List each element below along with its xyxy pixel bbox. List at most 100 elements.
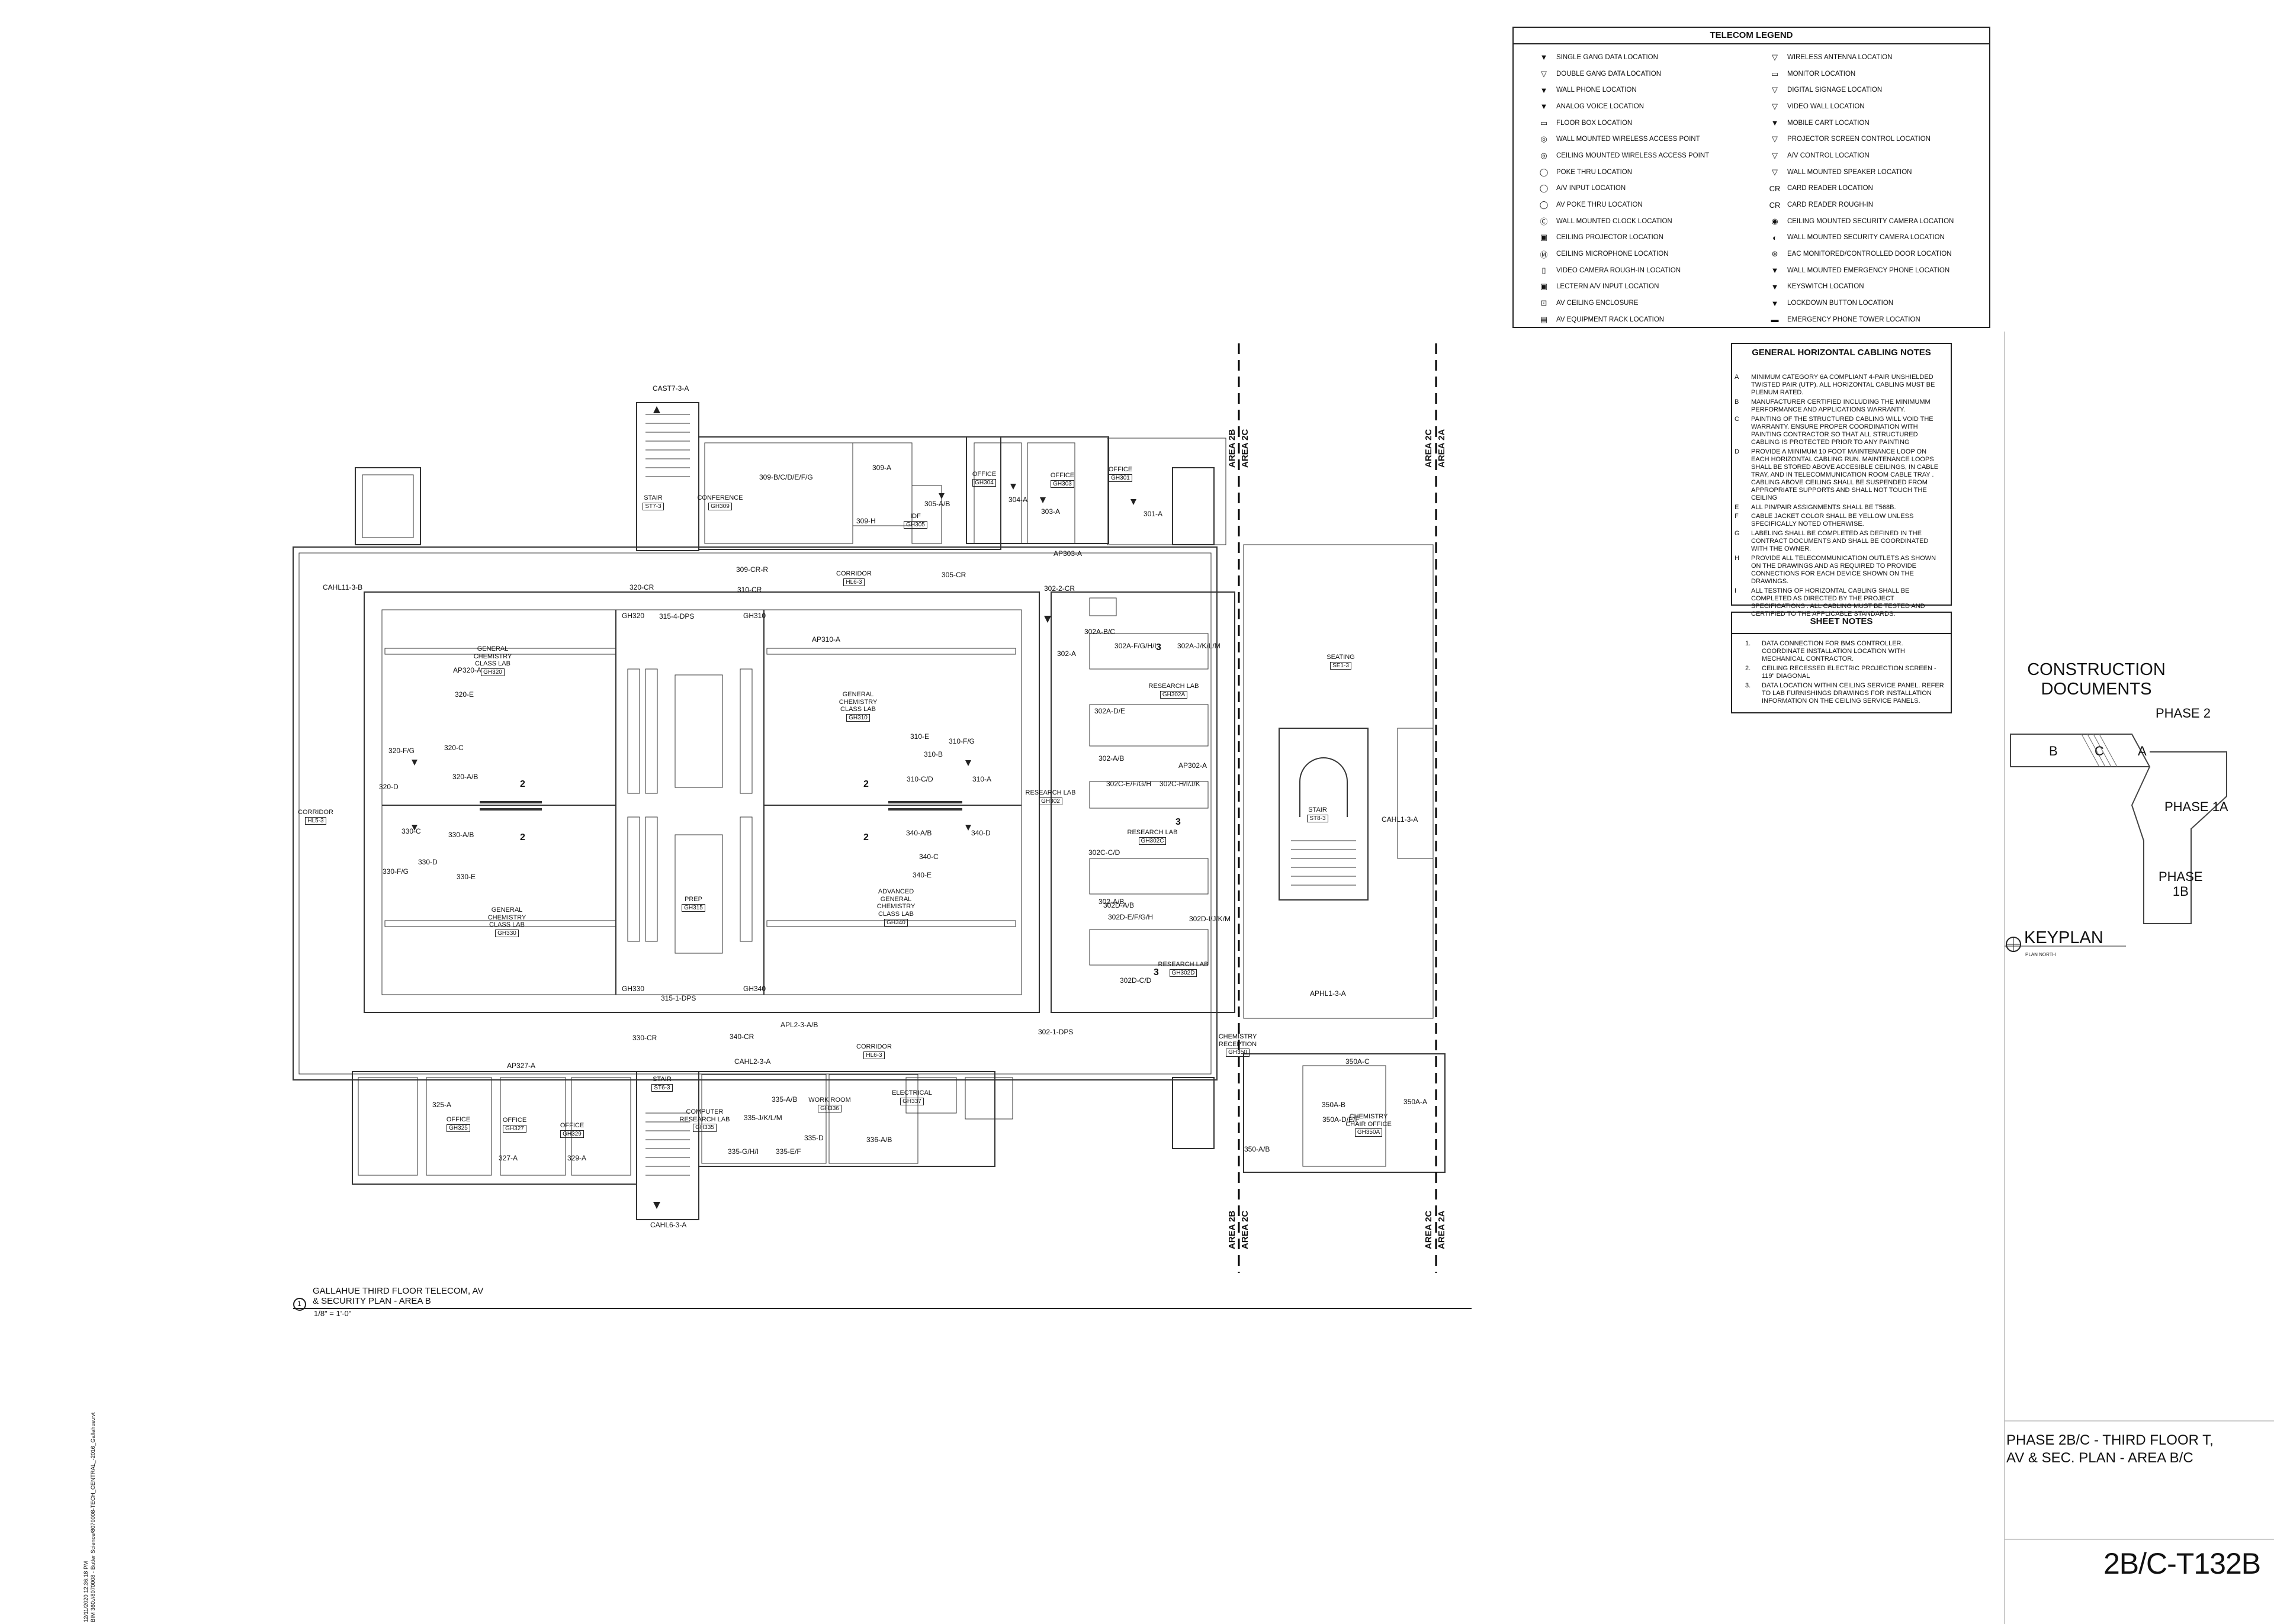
- eac-door-icon: ⊛: [1771, 249, 1778, 259]
- room-name: CHEMISTRY RECEPTION: [1218, 1033, 1257, 1048]
- area-line-2-bottom: AREA 2A: [1437, 429, 1447, 468]
- device-label: 302A-J/K/L/M: [1177, 642, 1220, 650]
- legend-row: ▼WALL PHONE LOCATION: [1531, 82, 1709, 98]
- room-name: GENERAL CHEMISTRY CLASS LAB: [473, 645, 512, 668]
- device-label: 320-A/B: [452, 773, 478, 781]
- device-label: 320-F/G: [388, 747, 415, 755]
- legend-label: VIDEO WALL LOCATION: [1787, 102, 1865, 110]
- room-name: CORRIDOR: [856, 1043, 892, 1050]
- legend-row: ▽DOUBLE GANG DATA LOCATION: [1531, 66, 1709, 82]
- room-number-tag: GH335: [693, 1124, 717, 1132]
- legend-row: ▼MOBILE CART LOCATION: [1762, 115, 1954, 131]
- note-key: B: [1735, 398, 1739, 406]
- device-label: CAHL11-3-B: [323, 583, 363, 591]
- equipment-rack-icon: ▤: [1540, 314, 1548, 324]
- room-name: OFFICE: [502, 1117, 527, 1124]
- room-number-tag: SE1-3: [1330, 661, 1351, 670]
- note-text: PROVIDE A MINIMUM 10 FOOT MAINTENANCE LO…: [1751, 448, 1939, 501]
- cabling-notes-title: GENERAL HORIZONTAL CABLING NOTES: [1752, 348, 1931, 358]
- room-name: OFFICE: [560, 1122, 584, 1129]
- room-number-tag: GH330: [495, 929, 519, 938]
- device-label: 302D-A/B: [1103, 901, 1135, 909]
- device-label: 340-A/B: [906, 829, 932, 837]
- legend-left-column: ▼SINGLE GANG DATA LOCATION▽DOUBLE GANG D…: [1531, 49, 1709, 328]
- note-key: E: [1735, 503, 1739, 511]
- room-number-tag: GH327: [503, 1124, 526, 1133]
- drawing-number: 1: [297, 1300, 301, 1308]
- sheet-notes-title: SHEET NOTES: [1732, 613, 1951, 634]
- av-control-icon: ▽: [1772, 150, 1778, 160]
- note-text: DATA LOCATION WITHIN CEILING SERVICE PAN…: [1762, 681, 1944, 705]
- device-label: 320-C: [444, 744, 464, 752]
- legend-label: WALL PHONE LOCATION: [1556, 86, 1637, 94]
- room-number-tag: GH320: [481, 668, 505, 677]
- note-key: I: [1735, 587, 1737, 595]
- room-name: GENERAL CHEMISTRY CLASS LAB: [487, 906, 526, 929]
- note-key: F: [1735, 513, 1739, 520]
- legend-row: ▼WALL MOUNTED EMERGENCY PHONE LOCATION: [1762, 262, 1954, 279]
- legend-row: ◯A/V INPUT LOCATION: [1531, 181, 1709, 197]
- device-label: CAST7-3-A: [653, 384, 689, 393]
- room-number-tag: GH337: [900, 1097, 924, 1106]
- drawing-scale: 1/8" = 1'-0": [314, 1309, 352, 1318]
- device-label: 327-A: [499, 1154, 518, 1162]
- legend-row: ▣LECTERN A/V INPUT LOCATION: [1531, 279, 1709, 295]
- note-text: MANUFACTURER CERTIFIED INCLUDING THE MIN…: [1751, 398, 1931, 413]
- digital-signage-icon: ▽: [1772, 85, 1778, 95]
- sheet-note-tag: 2: [520, 779, 525, 789]
- device-label: 310-CR: [737, 586, 762, 594]
- analog-voice-triangle-icon: ▼: [1540, 102, 1548, 111]
- device-label: 350A-D/E/F: [1322, 1115, 1360, 1124]
- room-number-tag: GH329: [560, 1130, 584, 1139]
- wireless-antenna-icon: ▽: [1772, 52, 1778, 62]
- legend-row: ◎CEILING MOUNTED WIRELESS ACCESS POINT: [1531, 147, 1709, 164]
- room-name: STAIR: [653, 1076, 672, 1083]
- room-number-tag: GH310: [846, 713, 870, 722]
- device-label: AP310-A: [812, 635, 841, 644]
- legend-label: AV POKE THRU LOCATION: [1556, 201, 1643, 209]
- sheet-title-line-1: PHASE 2B/C - THIRD FLOOR T,: [2006, 1432, 2214, 1448]
- keyplan-zone-a: A: [2138, 744, 2147, 758]
- device-label: 302A-D/E: [1094, 707, 1126, 715]
- room-name: ELECTRICAL: [892, 1089, 932, 1096]
- door-tag: GH310: [743, 612, 766, 620]
- legend-label: CEILING PROJECTOR LOCATION: [1556, 234, 1664, 242]
- room-number-tag: GH304: [972, 478, 996, 487]
- legend-label: WIRELESS ANTENNA LOCATION: [1787, 53, 1893, 61]
- room-name: OFFICE: [1050, 472, 1075, 479]
- note-key: G: [1735, 530, 1740, 538]
- keyplan-phase1a: PHASE 1A: [2164, 799, 2228, 814]
- device-label: 330-C: [402, 827, 421, 835]
- room-name: ADVANCED GENERAL CHEMISTRY CLASS LAB: [876, 888, 916, 918]
- legend-title: TELECOM LEGEND: [1514, 28, 1989, 44]
- legend-label: CEILING MOUNTED WIRELESS ACCESS POINT: [1556, 152, 1710, 159]
- legend-label: A/V CONTROL LOCATION: [1787, 152, 1870, 159]
- keyplan-zone-c: C: [2095, 744, 2104, 758]
- legend-row: ◐WALL MOUNTED SECURITY CAMERA LOCATION: [1762, 230, 1954, 246]
- legend-label: CEILING MOUNTED SECURITY CAMERA LOCATION: [1787, 217, 1954, 225]
- drawing-title: GALLAHUE THIRD FLOOR TELECOM, AV & SECUR…: [313, 1286, 483, 1306]
- device-label: 305-CR: [942, 571, 966, 579]
- note-text: ALL PIN/PAIR ASSIGNMENTS SHALL BE T568B.: [1751, 503, 1896, 511]
- legend-label: PROJECTOR SCREEN CONTROL LOCATION: [1787, 136, 1931, 143]
- device-label: 335-D: [804, 1134, 824, 1142]
- double-gang-triangle-icon: ▽: [1541, 69, 1547, 78]
- room-number-tag: ST7-3: [643, 502, 664, 511]
- device-label: 330-E: [457, 873, 476, 881]
- legend-row: ▽ WIRELESS ANTENNA LOCATION: [1762, 49, 1954, 66]
- device-label: 330-A/B: [448, 831, 474, 839]
- device-label: 350A-A: [1403, 1098, 1428, 1106]
- device-label: AP327-A: [507, 1062, 536, 1070]
- device-label: 310-F/G: [949, 737, 975, 745]
- video-wall-icon: ▽: [1772, 101, 1778, 111]
